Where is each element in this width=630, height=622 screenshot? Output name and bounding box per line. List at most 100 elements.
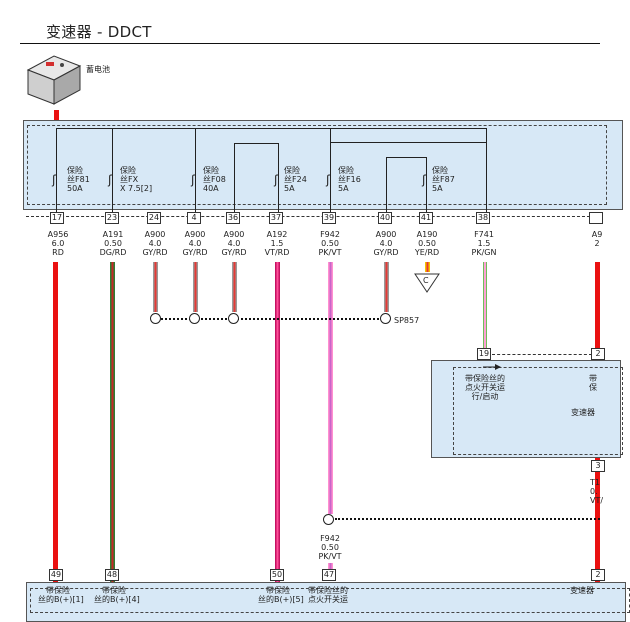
splice-node (189, 313, 200, 324)
wire-a190 (425, 262, 430, 272)
f87-loop-top (386, 157, 426, 158)
bottom-label: 带保险丝的B(+)[5] (258, 586, 304, 604)
f24-loop-top (234, 143, 278, 144)
pin-box: 4 (187, 212, 201, 224)
pin-row-separator (26, 216, 600, 217)
f24-loop-right (278, 143, 279, 214)
bus-drop-4 (195, 128, 196, 214)
bottom-label: 带保险丝的B(+)[1] (38, 586, 84, 604)
battery-wire (54, 110, 59, 124)
pin-box: 41 (419, 212, 433, 224)
bottom-pin: 48 (105, 569, 119, 581)
pin-box: 39 (322, 212, 336, 224)
module-right-label-3: 变速器 (571, 408, 595, 417)
fuse-bus (56, 128, 486, 129)
wire-a900-40 (384, 262, 389, 312)
wire-a192 (275, 262, 280, 582)
wire-a900-24 (153, 262, 158, 312)
bottom-label: 变速器 (570, 586, 594, 595)
module-right-label-2: 保 (589, 383, 597, 392)
bus-drop-39 (330, 128, 331, 142)
bus-drop-23 (112, 128, 113, 214)
fuse-box (23, 120, 623, 210)
ignition-module (431, 360, 621, 458)
module-bus (492, 354, 592, 355)
battery-icon (26, 55, 82, 105)
wire-a956 (53, 262, 58, 582)
splice-node (150, 313, 161, 324)
module-pin: 2 (591, 348, 605, 360)
page-title: 变速器 - DDCT (46, 23, 152, 41)
f24-loop-left (234, 143, 235, 214)
fuse-f08-icon: ʃ (191, 173, 196, 187)
f87-loop-right (426, 157, 427, 214)
fuse-box-border (27, 125, 607, 205)
ignition-module-border (453, 367, 623, 455)
pin-box: 38 (476, 212, 490, 224)
splice-label: SP857 (394, 316, 420, 325)
wire-f741 (483, 262, 487, 348)
pin-box: 37 (269, 212, 283, 224)
title-rule (20, 43, 600, 44)
wire-a900-36 (232, 262, 237, 312)
fuse-f16-icon: ʃ (326, 173, 331, 187)
arrow-right-icon (483, 364, 501, 370)
connector-label: C (423, 276, 429, 285)
f87-loop-left (386, 157, 387, 214)
f942-dotted-line (335, 518, 600, 520)
bottom-label: 带保险丝的点火开关运 (308, 586, 348, 604)
wire-f942-lower (328, 563, 333, 571)
pin-box: 36 (226, 212, 240, 224)
module-pin-bottom: 3 (591, 460, 605, 472)
module-right-label: 带 (589, 374, 597, 383)
bus-drop-38 (486, 128, 487, 214)
f942-node (323, 514, 334, 525)
splice-node (228, 313, 239, 324)
fuse-fx-icon: ʃ (108, 173, 113, 187)
f16-loop-left (330, 142, 331, 214)
wire-a900-4 (193, 262, 198, 312)
fuse-f87-icon: ʃ (422, 173, 427, 187)
wire-a191 (110, 262, 115, 582)
bottom-pin: 2 (591, 569, 605, 581)
pin-box: 40 (378, 212, 392, 224)
wire-f942-upper (328, 262, 333, 514)
pin-box (589, 212, 603, 224)
splice-node (380, 313, 391, 324)
module-label: 带保险丝的点火开关运行/启动 (465, 374, 505, 401)
fuse-f81-icon: ʃ (52, 173, 57, 187)
f16-loop-top (330, 142, 486, 143)
bottom-pin: 49 (49, 569, 63, 581)
pin-box: 17 (50, 212, 64, 224)
bottom-pin: 50 (270, 569, 284, 581)
bottom-pin: 47 (322, 569, 336, 581)
splice-dotted-line (161, 318, 383, 320)
battery-label: 蓄电池 (86, 65, 110, 74)
bottom-label: 带保险丝的B(+)[4] (94, 586, 140, 604)
connector-triangle-icon (414, 273, 440, 293)
pin-box: 23 (105, 212, 119, 224)
pin-box: 24 (147, 212, 161, 224)
fuse-f24-icon: ʃ (274, 173, 279, 187)
module-pin: 19 (477, 348, 491, 360)
bus-drop-17 (56, 128, 57, 214)
